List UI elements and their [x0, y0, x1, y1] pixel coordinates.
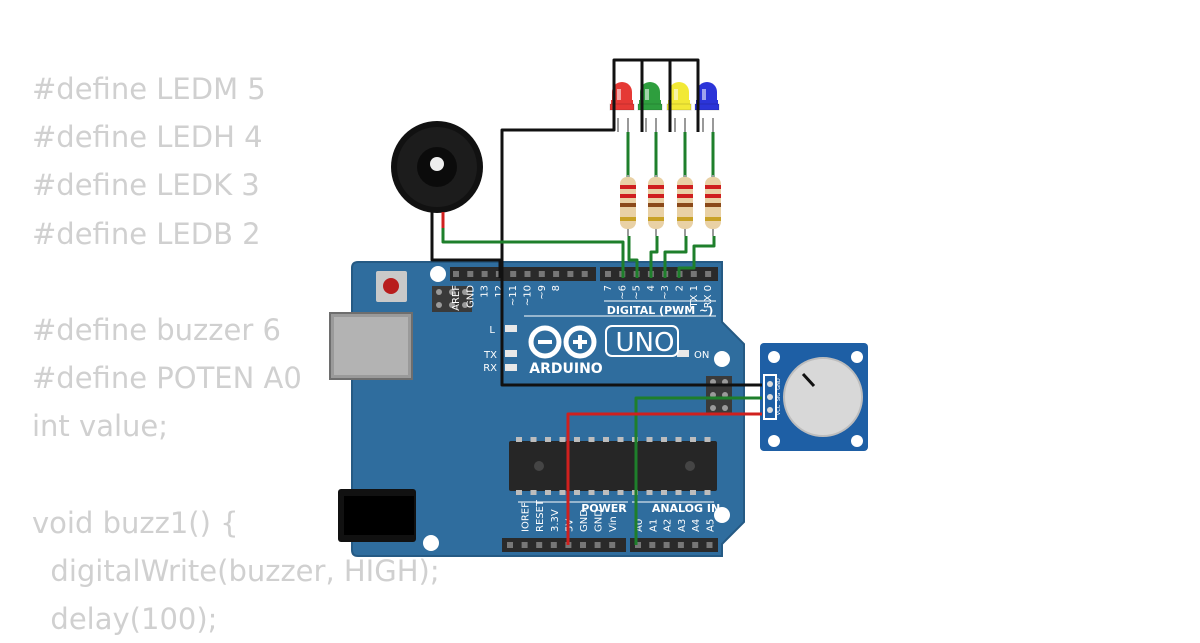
- resistor: [620, 175, 636, 236]
- icsp-header: [432, 286, 472, 312]
- digital-pin-label: ~11: [508, 285, 519, 306]
- digital-pin-label: ~10: [523, 285, 534, 306]
- digital-header-right: [600, 267, 718, 281]
- digital-pin-label: 8: [551, 285, 562, 291]
- power-pin-label: GND: [594, 509, 605, 532]
- digital-pin-label: 4: [646, 285, 657, 291]
- power-pin-label: GND: [579, 509, 590, 532]
- power-header: [502, 538, 626, 552]
- digital-pin-label: AREF: [451, 285, 462, 311]
- piezo-buzzer[interactable]: [391, 121, 483, 213]
- analog-pin-label: A4: [691, 519, 702, 532]
- analog-header: [630, 538, 718, 552]
- wires: [430, 58, 762, 545]
- potentiometer-knob[interactable]: [783, 357, 863, 437]
- code-line: #define LEDB 2: [32, 216, 261, 251]
- svg-text:RX: RX: [483, 363, 497, 374]
- svg-text:ON: ON: [694, 350, 709, 361]
- digital-pin-label: ~6: [617, 285, 628, 300]
- digital-pin-label: TX 1: [689, 285, 700, 309]
- power-pin-label: 3.3V: [550, 509, 561, 532]
- code-line: #define LEDK 3: [32, 168, 260, 203]
- code-line: digitalWrite(buzzer, HIGH);: [32, 553, 440, 588]
- code-line: void buzz1() {: [32, 505, 239, 540]
- svg-text:TX: TX: [483, 350, 497, 361]
- digital-pin-label: 2: [675, 285, 686, 291]
- power-pin-label: RESET: [535, 499, 546, 532]
- code-line: #define POTEN A0: [32, 361, 302, 396]
- led-red[interactable]: [609, 82, 635, 180]
- code-line: #define LEDM 5: [32, 72, 266, 106]
- led-blue[interactable]: [694, 82, 720, 180]
- analog-pin-label: A0: [634, 519, 645, 532]
- mount-hole: [423, 535, 439, 551]
- mount-hole: [430, 266, 446, 282]
- mount-hole: [714, 351, 730, 367]
- power-pin-label: Vin: [608, 516, 619, 532]
- digital-header-left: [450, 267, 596, 281]
- led-yellow[interactable]: [666, 82, 692, 180]
- analog-label: ANALOG IN: [652, 502, 720, 515]
- code-listing: #define LEDM 5 #define LEDH 4 #define LEDK…: [32, 65, 440, 643]
- digital-pin-label: ~3: [660, 285, 671, 300]
- digital-pin-label: ~9: [537, 285, 548, 300]
- uno-logo-text: UNO: [616, 328, 675, 358]
- code-line: #define LEDH 4: [32, 120, 263, 155]
- pot-pin-label: GND: [776, 378, 782, 390]
- analog-pin-label: A5: [706, 519, 717, 532]
- arduino-logo: UNO ARDUINO: [528, 325, 679, 377]
- analog-pin-label: A1: [648, 519, 659, 532]
- svg-text:L: L: [489, 325, 495, 336]
- arduino-brand-text: ARDUINO: [529, 361, 603, 377]
- code-line: int value;: [32, 409, 169, 444]
- analog-pin-label: A3: [677, 519, 688, 532]
- pot-pin-label: SIG: [776, 393, 782, 402]
- pot-pin-label: VCC: [776, 404, 782, 415]
- status-leds: [505, 325, 689, 371]
- digital-pin-label: 12: [494, 285, 505, 298]
- power-label: POWER: [581, 502, 627, 515]
- digital-pin-label: 7: [603, 285, 614, 291]
- potentiometer[interactable]: [760, 343, 868, 451]
- digital-header-label: DIGITAL (PWM ~): [607, 304, 714, 317]
- led-green[interactable]: [637, 82, 663, 180]
- resistor: [677, 175, 693, 236]
- digital-pin-label: ~5: [632, 285, 643, 300]
- mount-hole: [714, 507, 730, 523]
- digital-pin-label: 13: [480, 285, 491, 298]
- icsp-header-2: [706, 376, 732, 414]
- digital-pin-label: GND: [465, 285, 476, 308]
- power-pin-label: 5V: [564, 519, 575, 532]
- resistor: [648, 175, 664, 236]
- digital-pin-label: RX 0: [703, 285, 714, 308]
- code-line: #define buzzer 6: [32, 312, 281, 347]
- analog-pin-label: A2: [663, 519, 674, 532]
- microcontroller-chip: [509, 437, 717, 495]
- resistor: [705, 175, 721, 236]
- power-pin-label: IOREF: [521, 502, 532, 532]
